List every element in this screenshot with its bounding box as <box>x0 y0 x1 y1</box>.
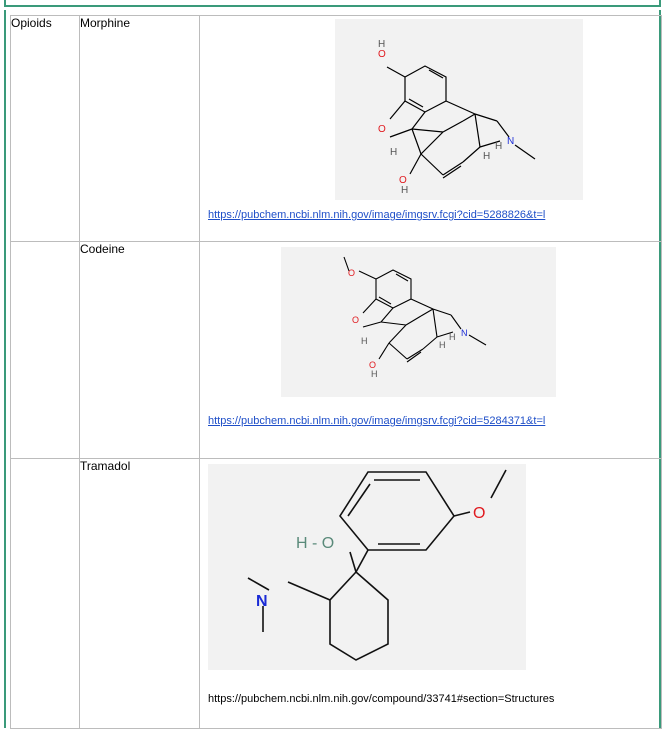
morphine-h-left-label: H <box>390 147 397 158</box>
morphine-pubchem-link[interactable]: https://pubchem.ncbi.nlm.nih.gov/image/i… <box>208 209 546 221</box>
window-top-border <box>4 0 661 7</box>
structure-cell: H - O O N https://pubchem.ncbi.nlm.nih.g… <box>199 458 662 729</box>
morphine-nitrogen-label: N <box>507 136 514 147</box>
morphine-oh-oxygen-label: O <box>378 49 386 60</box>
codeine-methoxy-oxygen-label: O <box>348 268 355 278</box>
table-row: Opioids Morphine <box>10 15 662 242</box>
codeine-bottom-oxygen-label: O <box>369 360 376 370</box>
tramadol-hydroxyl-label: H - O <box>296 535 334 552</box>
tramadol-molecule-drawing: H - O O N <box>247 469 507 661</box>
drug-class-cell: Opioids <box>10 15 80 242</box>
table-row: Codeine <box>10 241 662 459</box>
morphine-h-mid-label: H <box>483 151 490 162</box>
drug-class-cell <box>10 458 80 729</box>
structure-cell: O O N H H H O H https://pubchem.ncbi.nlm… <box>199 241 662 459</box>
tramadol-nitrogen-label: N <box>256 593 268 610</box>
morphine-bottom-hydrogen-label: H <box>401 185 408 196</box>
morphine-h-right-label: H <box>495 141 502 152</box>
drug-name-cell: Morphine <box>79 15 200 242</box>
codeine-molecule-drawing: O O N H H H O H <box>343 256 487 379</box>
codeine-pubchem-link[interactable]: https://pubchem.ncbi.nlm.nih.gov/image/i… <box>208 415 546 427</box>
morphine-bottom-oxygen-label: O <box>399 175 407 186</box>
tramadol-structure-image: H - O O N <box>208 464 526 670</box>
drug-name-cell: Tramadol <box>79 458 200 729</box>
morphine-oh-hydrogen-label: H <box>378 39 385 50</box>
morphine-ring-oxygen-label: O <box>378 124 386 135</box>
tramadol-methoxy-oxygen-label: O <box>473 505 485 522</box>
drug-name-cell: Codeine <box>79 241 200 459</box>
codeine-h-left-label: H <box>361 336 368 346</box>
morphine-molecule-drawing: O H O N H H H O H <box>378 39 536 196</box>
drug-structures-table: Opioids Morphine <box>10 15 662 729</box>
codeine-nitrogen-label: N <box>461 328 468 338</box>
codeine-bottom-hydrogen-label: H <box>371 369 378 379</box>
morphine-structure-image: O H O N H H H O H <box>335 19 583 200</box>
structure-cell: O H O N H H H O H https://pubchem.ncbi.n… <box>199 15 662 242</box>
drug-class-cell <box>10 241 80 459</box>
codeine-structure-image: O O N H H H O H <box>281 247 556 397</box>
codeine-h-mid-label: H <box>439 340 446 350</box>
table-row: Tramadol <box>10 458 662 729</box>
codeine-ring-oxygen-label: O <box>352 315 359 325</box>
tramadol-pubchem-reference[interactable]: https://pubchem.ncbi.nlm.nih.gov/compoun… <box>208 693 555 705</box>
codeine-h-right-label: H <box>449 332 456 342</box>
